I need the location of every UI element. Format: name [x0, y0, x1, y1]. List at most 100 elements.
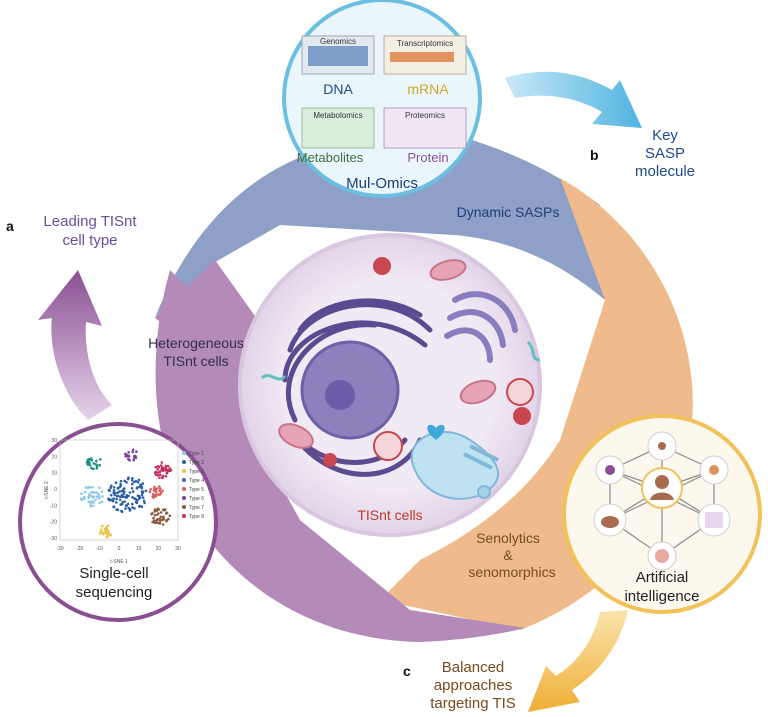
tsne-point	[115, 494, 119, 498]
tsne-point	[153, 485, 156, 489]
tsne-point	[166, 464, 170, 468]
tsne-point	[89, 505, 93, 508]
hetero-label-1: Heterogeneous	[148, 335, 244, 351]
tsne-point	[136, 481, 140, 484]
tsne-point	[140, 493, 144, 497]
legend-swatch	[182, 505, 186, 509]
tsne-point	[92, 504, 95, 508]
tsne-point	[148, 490, 152, 494]
tsne-point	[123, 500, 126, 503]
tsne-point	[124, 507, 127, 510]
genomics-label: Genomics	[320, 37, 356, 46]
tsne-point	[99, 458, 102, 461]
tsne-point	[156, 513, 159, 516]
legend-swatch	[182, 478, 186, 482]
tsne-point	[140, 486, 144, 490]
tsne-point	[97, 497, 100, 500]
tsne-point	[101, 524, 104, 528]
tsne-point	[107, 488, 111, 492]
tsne-point	[92, 467, 95, 471]
sector-heterogeneous-tip	[155, 260, 265, 380]
tsne-point	[152, 516, 155, 520]
tsne-y-tick: -10	[50, 503, 57, 509]
tsne-point	[123, 495, 127, 499]
tsne-point	[87, 496, 90, 500]
tsne-point	[151, 495, 154, 498]
tsne-point	[157, 493, 160, 496]
tsne-point	[144, 489, 148, 493]
legend-item: Type 7	[189, 505, 204, 511]
tsne-point	[112, 486, 116, 489]
tsne-point	[110, 484, 113, 488]
tsne-point	[141, 490, 145, 493]
tsne-point	[91, 490, 95, 494]
metabolomics-card	[301, 107, 375, 149]
sector-heterogeneous	[155, 270, 525, 642]
seno-label-3: senomorphics	[468, 564, 555, 580]
tsne-point	[95, 459, 98, 463]
tsne-point	[126, 457, 130, 461]
tsne-point	[137, 478, 141, 482]
tsne-point	[101, 532, 105, 536]
tsne-point	[105, 535, 109, 539]
tsne-point	[127, 494, 130, 498]
tsne-point	[158, 489, 161, 493]
balanced-label-1: Balanced	[442, 659, 505, 676]
balanced-label-2: approaches	[434, 677, 512, 694]
tsne-point	[105, 532, 108, 535]
omics-title: Mul-Omics	[346, 175, 418, 192]
tsne-point	[100, 490, 104, 493]
tsne-point	[118, 498, 122, 502]
network-node-icon	[709, 465, 719, 475]
tsne-point	[98, 501, 101, 505]
seno-label-2: &	[503, 547, 513, 563]
tsne-point	[155, 490, 158, 494]
ai-title-2: intelligence	[624, 588, 699, 605]
tsne-x-tick: 10	[136, 546, 142, 552]
tsne-point	[88, 486, 91, 489]
lysosome-icon	[323, 257, 534, 467]
data-matrix-icon	[705, 512, 723, 528]
tsne-point	[109, 498, 112, 502]
tsne-point	[127, 476, 130, 480]
legend-item: Type 4	[189, 478, 204, 484]
tsne-point	[111, 499, 115, 503]
center-label: TISnt cells	[357, 507, 422, 523]
dna-label: DNA	[323, 81, 353, 97]
tsne-point	[164, 464, 168, 468]
microtubule-icon	[260, 374, 287, 381]
legend-item: Type 1	[189, 451, 204, 457]
tsne-point	[94, 498, 97, 502]
tsne-point	[158, 517, 162, 521]
dna-icon	[658, 442, 666, 450]
tsne-point	[135, 486, 139, 490]
legend-item: Type 6	[189, 496, 204, 502]
tsne-point	[106, 529, 110, 532]
tsne-point	[120, 510, 124, 513]
tsne-y-tick: 20	[51, 454, 57, 460]
text-layer: a b c Leading TISnt cell type Key SASP m…	[6, 37, 700, 712]
metabolites-label: Metabolites	[297, 150, 364, 165]
protein-label: Protein	[407, 150, 448, 165]
tsne-point	[126, 502, 130, 506]
tsne-point	[130, 487, 134, 490]
tsne-point	[151, 512, 154, 515]
leading-label-2: cell type	[62, 232, 117, 249]
tsne-point	[90, 495, 94, 498]
tsne-point	[119, 479, 123, 483]
tsne-point	[95, 465, 99, 469]
tsne-point	[158, 485, 161, 488]
tsne-point	[130, 482, 134, 486]
tsne-point	[87, 500, 91, 504]
tsne-point	[91, 500, 95, 504]
tsne-point	[159, 491, 163, 495]
tsne-point	[131, 506, 134, 509]
tsne-point	[131, 490, 135, 493]
tsne-point	[131, 502, 134, 506]
key-label-3: molecule	[635, 163, 695, 180]
tsne-y-tick: 30	[51, 438, 57, 444]
legend-item: Type 3	[189, 469, 204, 475]
proteomics-card	[383, 107, 467, 149]
tsne-point	[95, 491, 99, 494]
